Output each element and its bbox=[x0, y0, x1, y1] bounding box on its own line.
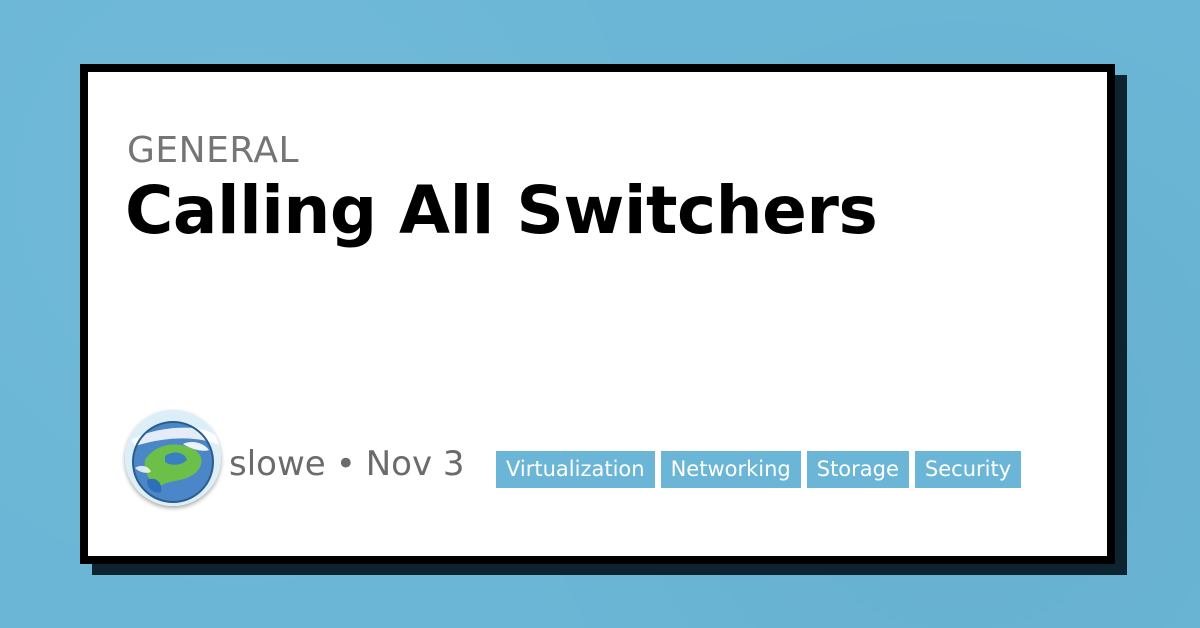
tag-storage[interactable]: Storage bbox=[806, 451, 909, 488]
tag-security[interactable]: Security bbox=[914, 451, 1022, 488]
post-byline: slowe•Nov 3 bbox=[229, 447, 465, 481]
tag-networking[interactable]: Networking bbox=[660, 451, 801, 488]
author-name[interactable]: slowe bbox=[229, 444, 326, 484]
tag-list: Virtualization Networking Storage Securi… bbox=[496, 451, 1022, 488]
post-date: Nov 3 bbox=[365, 444, 465, 484]
globe-avatar-icon bbox=[125, 410, 221, 506]
tag-virtualization[interactable]: Virtualization bbox=[496, 451, 655, 488]
author-avatar[interactable] bbox=[125, 410, 221, 506]
post-card[interactable]: GENERAL Calling All Switchers slowe•Nov … bbox=[80, 64, 1115, 564]
byline-separator: • bbox=[335, 444, 356, 484]
post-category: GENERAL bbox=[127, 130, 300, 171]
post-title[interactable]: Calling All Switchers bbox=[125, 172, 878, 249]
